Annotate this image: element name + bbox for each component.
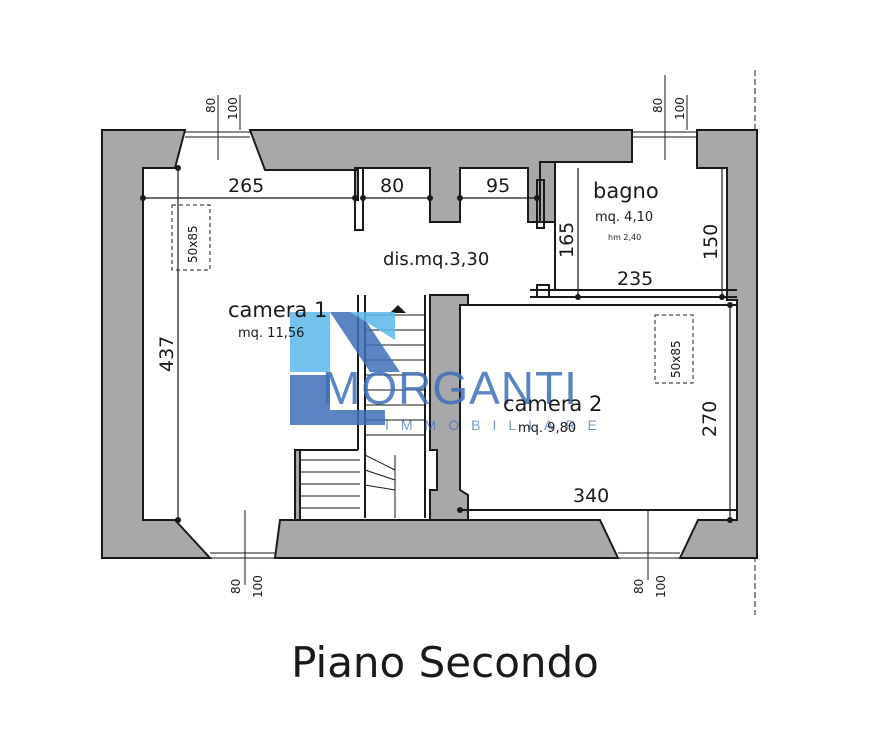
room-area-camera-1: mq. 11,56 [238, 326, 304, 341]
window-bottom-left-100: 100 [251, 575, 265, 598]
window-top-right-80: 80 [651, 98, 665, 113]
fixture-box-left-label: 50x85 [186, 225, 200, 263]
room-label-disimpegno: dis.mq.3,30 [383, 249, 489, 270]
dim-437: 437 [156, 336, 178, 372]
watermark-brand: MORGANTI [322, 362, 578, 414]
watermark-sub: IMMOBILIARE [385, 417, 609, 433]
dim-340: 340 [573, 485, 609, 507]
plan-title: Piano Secondo [291, 638, 599, 687]
dim-95: 95 [486, 175, 510, 197]
dim-150: 150 [700, 224, 722, 260]
window-top-left-80: 80 [204, 98, 218, 113]
dim-80: 80 [380, 175, 404, 197]
room-name-camera-2: camera 2 [503, 392, 602, 416]
dim-235: 235 [617, 268, 653, 290]
dim-270: 270 [699, 401, 721, 437]
room-height-bagno: hm 2,40 [608, 233, 641, 242]
watermark-logo [290, 312, 400, 425]
room-name-camera-1: camera 1 [228, 298, 327, 322]
fixture-box-right-label: 50x85 [669, 340, 683, 378]
room-name-bagno: bagno [593, 179, 659, 203]
window-bottom-right-80: 80 [632, 579, 646, 594]
room-area-camera-2: mq. 9,80 [518, 421, 576, 436]
fixture-box-right [654, 314, 694, 384]
room-area-bagno: mq. 4,10 [595, 210, 653, 225]
window-bottom-right-100: 100 [654, 575, 668, 598]
fixture-box-left [171, 204, 211, 271]
windows [185, 75, 697, 585]
dimension-lines [140, 165, 735, 523]
window-bottom-left-80: 80 [229, 579, 243, 594]
window-top-left-100: 100 [226, 97, 240, 120]
dim-165: 165 [556, 222, 578, 258]
dim-265: 265 [228, 175, 264, 197]
window-top-right-100: 100 [673, 97, 687, 120]
